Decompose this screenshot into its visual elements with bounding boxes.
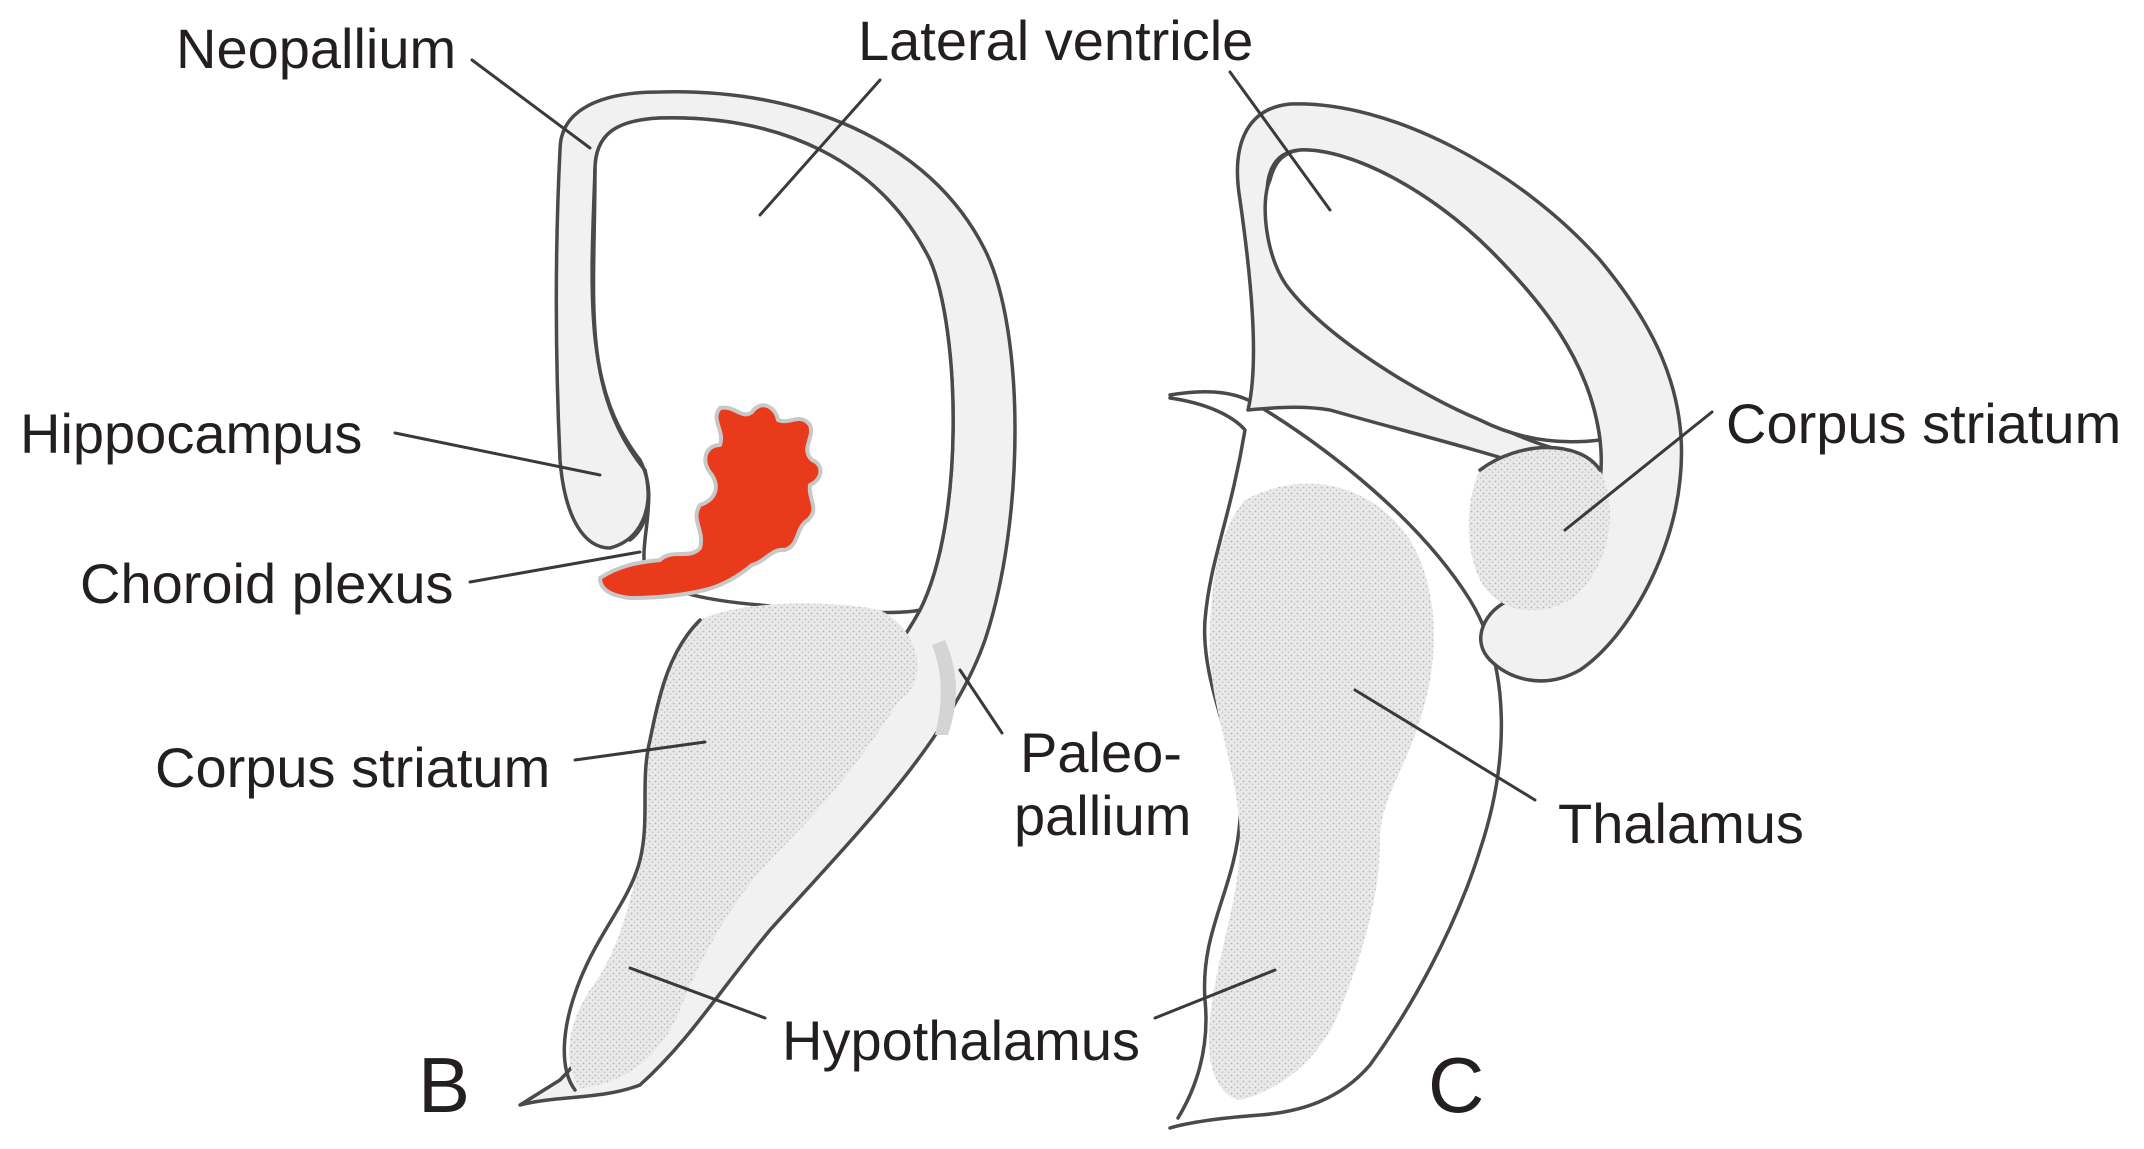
hypothalamus-b-leader	[628, 966, 767, 1020]
panel-b-hippocampus-fold	[590, 168, 651, 542]
choroid-plexus-leader	[468, 550, 642, 584]
hippocampus-label: Hippocampus	[20, 402, 362, 465]
lateral-ventricle-c-leader	[1228, 70, 1332, 212]
panel-b-choroid-plexus-shape	[598, 403, 823, 600]
panel-b-paleopallium-region	[932, 640, 956, 735]
paleopallium-leader	[958, 668, 1004, 735]
panel-c: Corpus striatum Thalamus C	[1153, 70, 2121, 1130]
neopallium-leader	[470, 58, 592, 150]
corpus-striatum-c-leader	[1563, 410, 1714, 532]
panel-b: Neopallium Lateral ventricle Hippocampus…	[20, 9, 1253, 1129]
panel-b-label: B	[418, 1041, 470, 1129]
panel-b-striatum-edge	[562, 618, 702, 1092]
panel-c-corpus-striatum-region	[1468, 447, 1610, 611]
panel-c-striatum-edge	[1478, 445, 1602, 472]
paleopallium-label-line1: Paleo-	[1020, 721, 1182, 784]
corpus-striatum-c-label: Corpus striatum	[1726, 392, 2121, 455]
hypothalamus-c-leader	[1153, 968, 1277, 1020]
panel-c-thalamus-region	[1208, 483, 1434, 1100]
hypothalamus-label: Hypothalamus	[782, 1009, 1140, 1072]
corpus-striatum-b-label: Corpus striatum	[155, 736, 550, 799]
panel-c-lateral-ventricle-cavity	[1263, 148, 1602, 444]
paleopallium-label-line2: pallium	[1014, 784, 1191, 847]
panel-c-label: C	[1428, 1041, 1484, 1129]
thalamus-label: Thalamus	[1558, 792, 1804, 855]
neopallium-label: Neopallium	[176, 17, 456, 80]
lateral-ventricle-b-leader	[758, 78, 882, 217]
corpus-striatum-b-leader	[573, 740, 707, 762]
panel-b-corpus-striatum-region	[569, 603, 918, 1088]
panel-c-body-outline	[1168, 389, 1504, 1130]
thalamus-leader	[1353, 688, 1537, 802]
lateral-ventricle-label: Lateral ventricle	[858, 9, 1253, 72]
choroid-plexus-label: Choroid plexus	[80, 552, 454, 615]
hippocampus-leader	[393, 431, 602, 477]
